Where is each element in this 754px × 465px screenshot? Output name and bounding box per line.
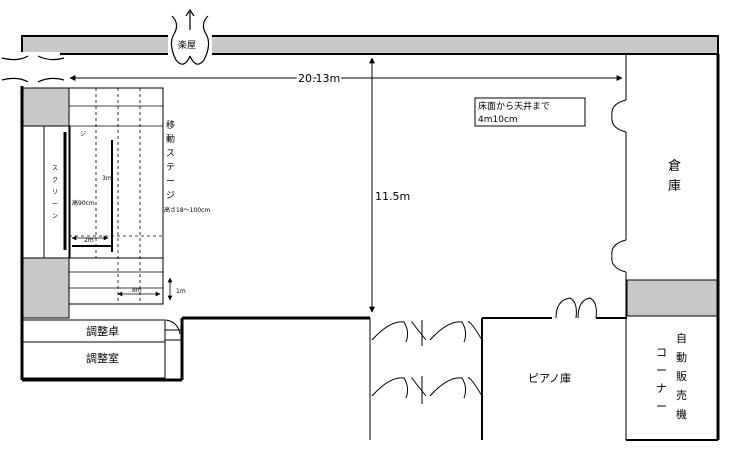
outer-walls bbox=[20, 35, 720, 441]
right-pillar-block bbox=[626, 279, 718, 317]
movable-stage[interactable] bbox=[68, 87, 164, 259]
idou-stage-char-1: 移 bbox=[166, 119, 175, 131]
screen-char-4: ー bbox=[52, 201, 58, 208]
screen-char-5: ン bbox=[52, 213, 58, 220]
top-wall bbox=[21, 35, 719, 55]
height-dimension-label: 11.5m bbox=[375, 190, 410, 203]
dim-8m-label: 8m bbox=[132, 287, 142, 294]
vending-col1-2: 動 bbox=[676, 350, 687, 364]
souko-label-2: 庫 bbox=[668, 179, 681, 194]
control-desk-label: 調整卓 bbox=[86, 324, 119, 338]
stage-pillar-top bbox=[22, 87, 70, 127]
idou-stage-char-5: ー bbox=[166, 177, 175, 187]
dim-2m-label: 2m bbox=[84, 237, 94, 244]
stage-top-ji: ジ bbox=[80, 131, 86, 138]
doors-bottom-lower[interactable] bbox=[371, 376, 483, 404]
door-gakuya[interactable] bbox=[170, 8, 210, 65]
control-room[interactable] bbox=[22, 341, 166, 379]
door-top-left[interactable] bbox=[1, 55, 65, 83]
control-area: 調整卓 調整室 bbox=[22, 319, 182, 379]
screen-char-2: ク bbox=[52, 177, 58, 184]
vending-col1-4: 売 bbox=[676, 389, 687, 402]
vending-col1-5: 機 bbox=[676, 407, 687, 421]
vending-col2-2: ー bbox=[656, 364, 667, 377]
idou-stage-char-3: ス bbox=[166, 149, 175, 159]
door-souko-upper[interactable] bbox=[611, 99, 627, 133]
idou-stage-char-6: ジ bbox=[166, 191, 175, 201]
doors-bottom-upper[interactable] bbox=[371, 320, 483, 346]
vending-col1-3: 販 bbox=[676, 370, 687, 383]
idou-stage-char-2: 動 bbox=[166, 134, 175, 145]
stage-pillar-bottom bbox=[22, 257, 70, 319]
width-dimension-label: 20.13m bbox=[298, 72, 340, 85]
control-room-label: 調整室 bbox=[86, 351, 119, 365]
screen-char-3: リ bbox=[52, 189, 58, 196]
vending-col2-1: コ bbox=[656, 346, 667, 359]
screen-char-1: ス bbox=[52, 165, 58, 172]
door-piano[interactable] bbox=[555, 297, 597, 319]
souko-label-1: 倉 bbox=[668, 159, 681, 174]
ceiling-height-line1: 床面から天井まで bbox=[478, 100, 550, 112]
stage-area: ス ク リ ー ン ジ 高90cm 3m 2m 8m 1m 移 動 ス テ bbox=[22, 87, 210, 319]
vending-col2-3: ナ bbox=[656, 382, 667, 395]
door-souko-lower[interactable] bbox=[611, 239, 627, 273]
ceiling-height-box bbox=[474, 97, 586, 127]
vending-col1-1: 自 bbox=[676, 332, 687, 345]
idou-stage-char-4: テ bbox=[166, 162, 175, 173]
dim-3m-label: 3m bbox=[102, 175, 112, 182]
dim-1m-label: 1m bbox=[176, 288, 186, 295]
gakuya-label: 楽屋 bbox=[178, 39, 196, 51]
piano-room-label: ピアノ庫 bbox=[528, 371, 571, 385]
screen-height-label: 高90cm bbox=[72, 199, 95, 207]
vending-col2-4: ー bbox=[656, 400, 667, 413]
stage-height-label: 高さ18～100cm bbox=[164, 206, 210, 214]
ceiling-height-line2: 4m10cm bbox=[478, 115, 518, 125]
